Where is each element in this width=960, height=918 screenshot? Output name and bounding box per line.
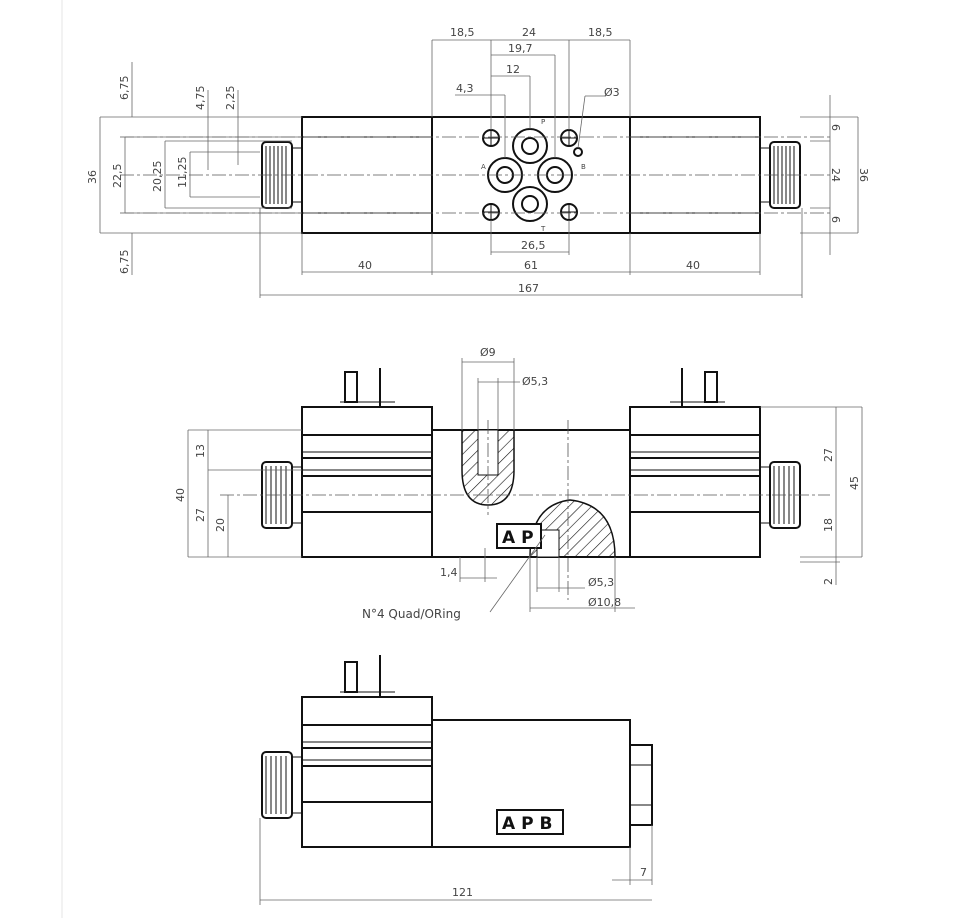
side-view: A P B 7 121	[259, 655, 653, 905]
dim-40-right: 40	[686, 259, 700, 272]
dim-19-7: 19,7	[508, 42, 533, 55]
dim-18-5-right: 18,5	[588, 26, 613, 39]
dim-4-3: 4,3	[456, 82, 474, 95]
front-right-coil	[629, 406, 761, 558]
dim-27-left: 27	[194, 508, 207, 522]
dim-phi3: Ø3	[604, 86, 620, 99]
dim-phi5-3-bottom: Ø5,3	[588, 576, 614, 589]
dim-phi10-8: Ø10,8	[588, 596, 621, 609]
port-T: T	[540, 225, 546, 233]
dim-40: 40	[174, 488, 187, 502]
dim-6-75-bottom: 6,75	[118, 250, 131, 275]
dim-121: 121	[452, 886, 473, 899]
dim-1-4: 1,4	[440, 566, 458, 579]
front-view: A P	[174, 346, 863, 621]
dim-27-right: 27	[822, 448, 835, 462]
dim-13: 13	[194, 444, 207, 458]
dim-167: 167	[518, 282, 539, 295]
dim-11-25: 11,25	[176, 157, 189, 189]
dim-26-5: 26,5	[521, 239, 546, 252]
dim-2: 2	[822, 578, 835, 585]
dim-61: 61	[524, 259, 538, 272]
dim-7: 7	[640, 866, 647, 879]
side-coil	[301, 696, 433, 848]
front-label-ap: A P	[502, 528, 534, 548]
dim-20-25: 20,25	[151, 161, 164, 193]
port-B: B	[581, 163, 586, 171]
dim-24-right: 24	[829, 168, 842, 182]
dim-45: 45	[848, 476, 861, 490]
dim-6-75-top: 6,75	[118, 76, 131, 101]
dim-36-right: 36	[857, 168, 870, 182]
side-label-box	[496, 809, 564, 835]
dim-20: 20	[214, 518, 227, 532]
side-label-apb: A P B	[502, 814, 552, 834]
dim-22-5: 22,5	[111, 164, 124, 189]
dim-phi5-3-top: Ø5,3	[522, 375, 548, 388]
dim-phi9: Ø9	[480, 346, 496, 359]
front-label-box	[496, 523, 542, 549]
dim-12: 12	[506, 63, 520, 76]
dim-18-5-left: 18,5	[450, 26, 475, 39]
oring-note: N°4 Quad/ORing	[362, 607, 461, 621]
dim-2-25: 2,25	[224, 86, 237, 111]
dim-40-left: 40	[358, 259, 372, 272]
side-end-nut	[629, 744, 653, 826]
dim-4-75: 4,75	[194, 86, 207, 111]
front-left-coil	[301, 406, 433, 558]
port-A: A	[481, 163, 486, 171]
dim-36-left: 36	[86, 170, 99, 184]
dim-6-right-bottom: 6	[829, 216, 842, 223]
dim-6-right-top: 6	[829, 124, 842, 131]
port-P: P	[541, 118, 545, 126]
top-view: P A B T 18,5 24 18,5 19,	[86, 26, 870, 298]
dim-18: 18	[822, 518, 835, 532]
dim-24-top: 24	[522, 26, 536, 39]
